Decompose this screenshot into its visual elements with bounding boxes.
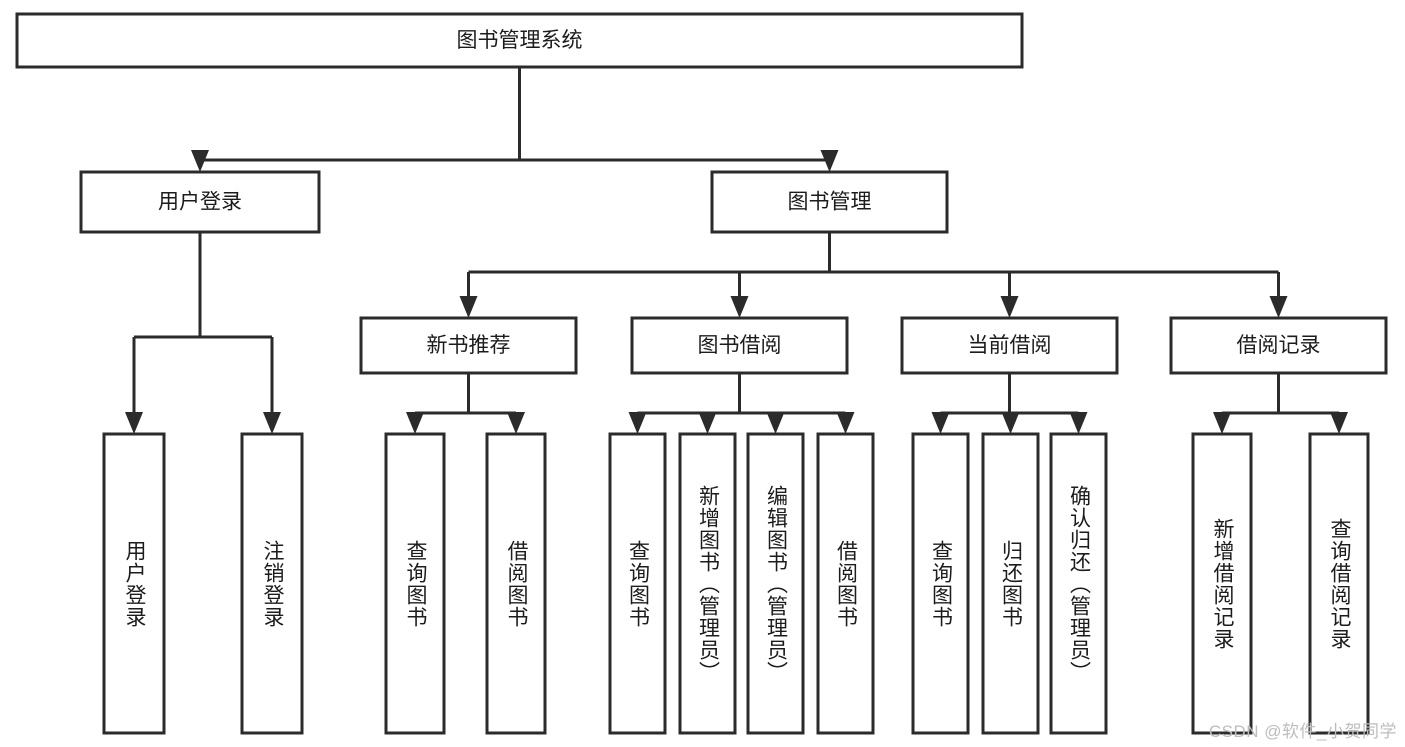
node-label-current-borrow: 当前借阅: [968, 334, 1052, 357]
node-label-user-login: 用户登录: [158, 191, 242, 214]
arrow-head-icon: [1269, 296, 1288, 318]
node-box-root[interactable]: [15, 12, 1024, 69]
arrow-head-icon: [836, 412, 855, 434]
node-box-cb-query-book[interactable]: [911, 432, 970, 735]
node-box-br-query-record[interactable]: [1308, 432, 1370, 735]
arrow-head-icon: [1069, 412, 1088, 434]
arrow-head-icon: [125, 412, 143, 434]
arrow-head-icon: [931, 412, 950, 434]
node-box-cb-return-book[interactable]: [981, 432, 1040, 735]
arrow-head-icon: [507, 412, 525, 434]
arrow-head-icon: [628, 412, 647, 434]
arrow-head-icon: [1213, 412, 1231, 434]
arrow-head-icon: [820, 150, 839, 172]
node-box-bb-add-book[interactable]: [678, 432, 737, 735]
csdn-watermark: CSDN @软件_小贺同学: [1208, 722, 1397, 741]
node-box-new-book-recommend[interactable]: [359, 316, 578, 375]
node-label-book-borrow: 图书借阅: [698, 334, 782, 357]
arrow-head-icon: [1000, 296, 1019, 318]
node-box-bb-borrow-book[interactable]: [816, 432, 875, 735]
arrow-head-icon: [730, 296, 749, 318]
node-box-layer: [15, 12, 1388, 735]
arrow-head-icon: [1330, 412, 1348, 434]
arrow-head-icon: [263, 412, 281, 434]
node-label-borrow-records: 借阅记录: [1237, 334, 1321, 357]
node-box-book-borrow[interactable]: [630, 316, 849, 375]
node-box-br-add-record[interactable]: [1191, 432, 1253, 735]
node-box-nb-borrow-book[interactable]: [485, 432, 547, 735]
node-box-current-borrow[interactable]: [900, 316, 1119, 375]
arrow-head-icon: [698, 412, 717, 434]
node-box-bb-edit-book[interactable]: [746, 432, 805, 735]
node-box-book-management[interactable]: [710, 170, 949, 234]
arrow-head-icon: [766, 412, 785, 434]
node-box-user-logout-leaf[interactable]: [240, 432, 304, 735]
node-box-borrow-records[interactable]: [1169, 316, 1388, 375]
node-box-cb-confirm-return[interactable]: [1049, 432, 1108, 735]
arrow-head-icon: [1001, 412, 1020, 434]
node-label-book-management: 图书管理: [788, 191, 872, 214]
node-label-root: 图书管理系统: [457, 29, 583, 52]
node-box-user-login-leaf[interactable]: [102, 432, 166, 735]
node-box-user-login[interactable]: [79, 170, 321, 234]
node-box-nb-query-book[interactable]: [384, 432, 446, 735]
arrow-head-icon: [459, 296, 478, 318]
node-box-bb-query-book[interactable]: [608, 432, 667, 735]
arrow-head-icon: [191, 150, 209, 172]
connector-layer: [125, 67, 1348, 434]
node-label-new-book-recommend: 新书推荐: [427, 334, 511, 357]
arrow-head-icon: [406, 412, 424, 434]
